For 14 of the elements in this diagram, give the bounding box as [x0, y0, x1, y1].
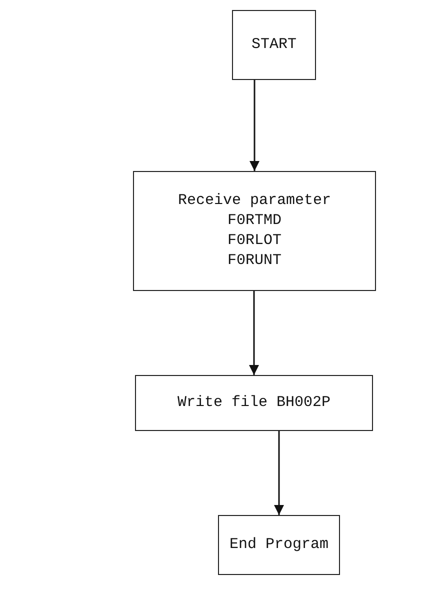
parameter-name: F0RUNT: [227, 251, 282, 271]
arrow: [250, 80, 260, 171]
box-text: Write file BH002P: [177, 393, 331, 413]
arrow: [274, 431, 284, 515]
process-box: [232, 10, 316, 80]
process-box: [218, 515, 340, 575]
process-box: [133, 171, 376, 291]
box-text: Receive parameter: [178, 191, 332, 211]
arrow: [249, 291, 259, 375]
parameter-name: F0RLOT: [227, 231, 282, 251]
parameter-name: F0RTMD: [227, 211, 282, 231]
process-box: [135, 375, 373, 431]
box-text: START: [251, 35, 296, 55]
box-text: End Program: [229, 535, 329, 555]
